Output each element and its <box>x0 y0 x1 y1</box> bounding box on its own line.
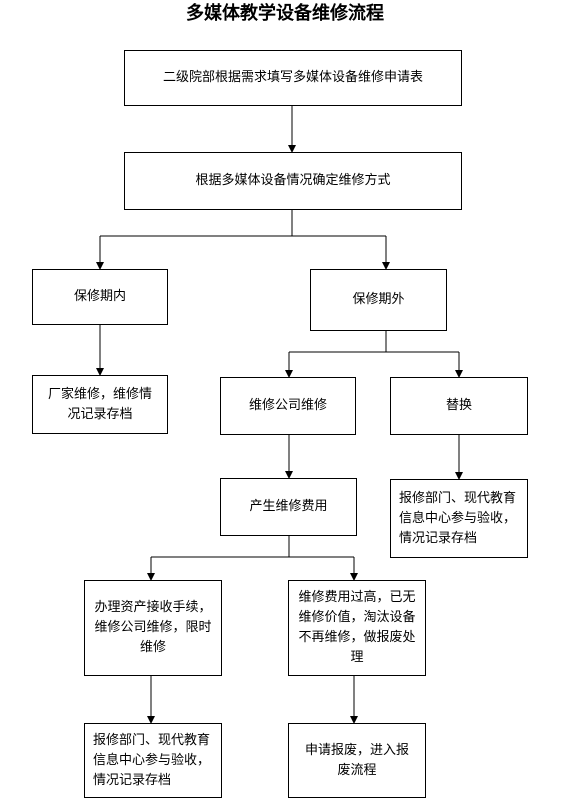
node-scrap: 维修费用过高，已无维修价值，淘汰设备不再维修，做报废处理 <box>288 580 426 676</box>
node-scrap-text: 维修费用过高，已无维修价值，淘汰设备不再维修，做报废处理 <box>298 590 416 665</box>
branch-determine-line <box>100 210 386 237</box>
branch-out-warranty-line <box>289 331 459 353</box>
node-out-warranty: 保修期外 <box>310 269 447 331</box>
node-scrap-apply-text: 申请报废，进入报废流程 <box>304 742 409 778</box>
node-repair-cost: 产生维修费用 <box>220 478 357 536</box>
node-out-warranty-text: 保修期外 <box>352 292 405 307</box>
node-replace: 替换 <box>390 377 528 435</box>
node-determine-method: 根据多媒体设备情况确定维修方式 <box>124 152 462 210</box>
node-company-repair: 维修公司维修 <box>220 377 356 435</box>
node-in-warranty-text: 保修期内 <box>73 289 126 304</box>
node-determine-method-text: 根据多媒体设备情况确定维修方式 <box>195 173 391 188</box>
node-replace-record: 报修部门、现代教育信息中心参与验收，情况记录存档 <box>390 479 528 558</box>
node-acceptance-record: 报修部门、现代教育信息中心参与验收，情况记录存档 <box>84 723 222 798</box>
node-replace-record-text: 报修部门、现代教育信息中心参与验收，情况记录存档 <box>399 490 517 546</box>
branch-cost-line <box>151 536 354 558</box>
node-replace-text: 替换 <box>445 398 472 413</box>
node-asset-handover: 办理资产接收手续，维修公司维修，限时维修 <box>84 580 222 676</box>
node-apply-form: 二级院部根据需求填写多媒体设备维修申请表 <box>124 50 462 106</box>
node-scrap-apply: 申请报废，进入报废流程 <box>288 723 426 798</box>
node-apply-form-text: 二级院部根据需求填写多媒体设备维修申请表 <box>162 70 423 85</box>
node-in-warranty: 保修期内 <box>32 269 168 325</box>
node-vendor-repair: 厂家维修，维修情况记录存档 <box>32 375 168 434</box>
node-company-repair-text: 维修公司维修 <box>248 398 327 413</box>
node-repair-cost-text: 产生维修费用 <box>249 499 328 514</box>
diagram-title: 多媒体教学设备维修流程 <box>186 3 384 24</box>
node-vendor-repair-text: 厂家维修，维修情况记录存档 <box>47 386 152 422</box>
node-asset-handover-text: 办理资产接收手续，维修公司维修，限时维修 <box>94 600 212 655</box>
node-acceptance-record-text: 报修部门、现代教育信息中心参与验收，情况记录存档 <box>93 732 211 788</box>
